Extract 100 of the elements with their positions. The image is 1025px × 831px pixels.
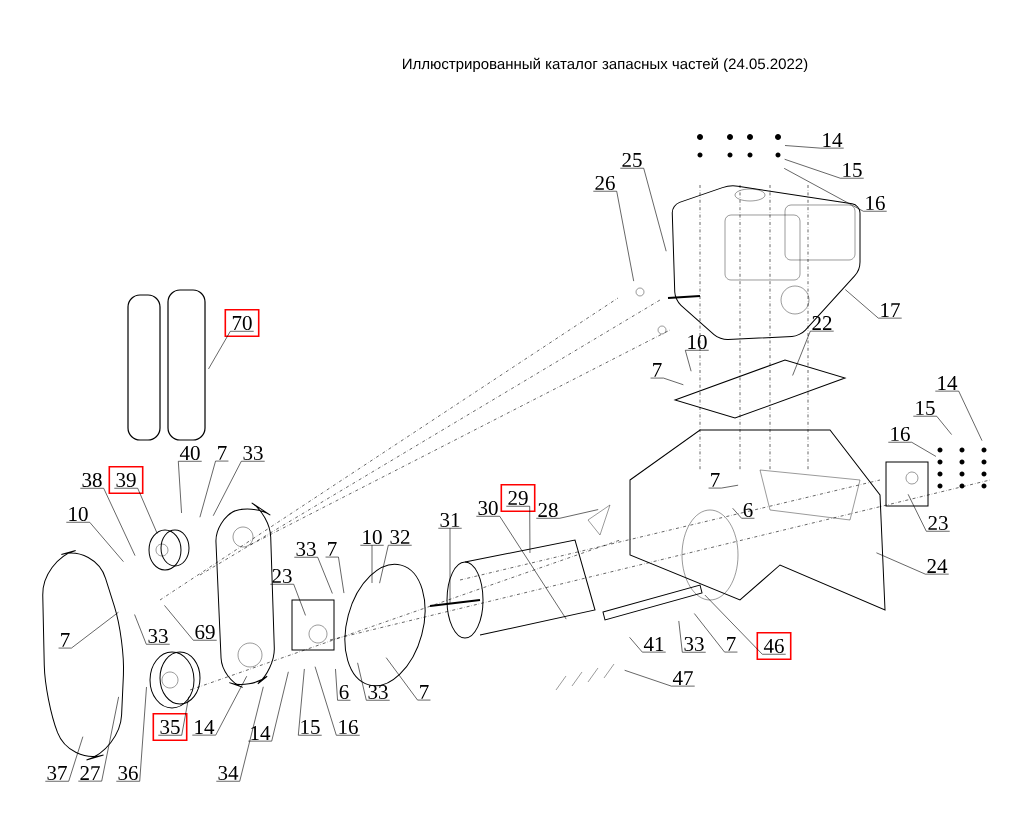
callout-number: 47 <box>671 671 695 687</box>
leader-line <box>335 668 338 701</box>
leader-line <box>181 696 190 736</box>
callout-number: 36 <box>116 765 140 782</box>
callout-number: 10 <box>66 506 90 523</box>
leader-line <box>139 686 147 782</box>
callout-number: 7 <box>325 542 339 558</box>
callout-number: 15 <box>840 162 864 179</box>
leader-line <box>643 167 667 252</box>
callout-number: 24 <box>925 559 949 575</box>
leader-line <box>792 330 811 376</box>
callout-number: 14 <box>248 726 272 742</box>
leader-line <box>449 527 451 604</box>
leader-line <box>385 657 418 701</box>
callout-number: 46 <box>762 638 786 655</box>
callout-number: 34 <box>216 765 240 782</box>
callout-number: 15 <box>298 719 322 736</box>
leader-line <box>101 696 119 782</box>
callout-number: 10 <box>685 334 709 351</box>
callout-number: 16 <box>863 195 887 212</box>
callout-number: 10 <box>360 529 384 546</box>
callout-number: 29 <box>506 490 530 507</box>
callout-number: 23 <box>270 568 294 585</box>
leader-line <box>71 611 119 649</box>
leader-line <box>239 686 264 782</box>
callout-number: 7 <box>417 685 431 701</box>
callout-number: 30 <box>476 500 500 517</box>
leader-line <box>783 168 864 212</box>
callout-number: 69 <box>193 624 217 641</box>
leader-line <box>293 583 306 616</box>
leader-line <box>208 330 231 370</box>
callout-number: 31 <box>438 512 462 529</box>
callout-number: 40 <box>178 445 202 462</box>
leader-line <box>876 552 926 575</box>
leader-line <box>298 668 305 736</box>
leader-line <box>616 190 634 282</box>
callout-number: 27 <box>78 766 102 782</box>
leader-line <box>178 460 182 514</box>
leader-line <box>845 289 879 319</box>
leader-line <box>678 620 683 653</box>
callout-number: 6 <box>741 502 755 519</box>
callout-number: 33 <box>241 445 265 462</box>
callout-number: 6 <box>337 684 351 701</box>
callout-number: 38 <box>80 472 104 489</box>
callout-number: 41 <box>642 637 666 653</box>
callout-number: 7 <box>724 637 738 653</box>
leader-line <box>784 145 821 149</box>
leader-line <box>907 493 927 532</box>
callout-number: 37 <box>45 765 69 782</box>
leader-line <box>137 487 158 534</box>
leader-line <box>215 675 248 736</box>
callout-number: 7 <box>708 473 722 489</box>
callout-number: 33 <box>146 628 170 645</box>
leader-line <box>317 556 333 594</box>
callout-number: 7 <box>58 633 72 649</box>
leader-line <box>685 349 692 372</box>
callout-number: 17 <box>878 303 902 319</box>
leader-line <box>199 460 216 518</box>
leader-line <box>559 509 599 519</box>
callout-number: 16 <box>336 719 360 736</box>
callout-number: 32 <box>388 529 412 546</box>
callout-number: 23 <box>926 515 950 532</box>
callout-number: 14 <box>192 720 216 736</box>
leader-line <box>338 556 345 594</box>
callout-number: 7 <box>215 446 229 462</box>
callout-number: 7 <box>650 363 664 379</box>
callout-number: 70 <box>230 315 254 332</box>
leader-line <box>911 441 937 457</box>
callout-number: 33 <box>682 636 706 653</box>
leader-line <box>784 158 841 179</box>
callout-number: 35 <box>158 719 182 736</box>
callout-number: 16 <box>888 426 912 443</box>
leader-line <box>694 613 725 653</box>
leader-line <box>499 516 567 620</box>
leader-line <box>103 487 136 556</box>
leader-line <box>371 545 373 584</box>
leader-line <box>89 522 124 562</box>
leader-line <box>529 505 531 554</box>
leader-line <box>212 460 242 517</box>
callout-number: 22 <box>810 316 834 332</box>
leader-line <box>379 544 389 584</box>
leader-line <box>624 669 672 687</box>
leader-line <box>629 637 643 653</box>
leader-line <box>314 666 337 736</box>
leader-line <box>271 671 289 742</box>
leader-line <box>936 415 952 435</box>
callout-number: 14 <box>820 133 844 149</box>
callout-number: 33 <box>294 541 318 558</box>
callout-number: 26 <box>593 175 617 192</box>
callout-number: 25 <box>620 152 644 169</box>
leader-line <box>732 507 742 519</box>
callout-number: 14 <box>935 376 959 392</box>
leader-line <box>663 377 684 386</box>
callout-number: 33 <box>366 684 390 701</box>
callout-number: 39 <box>114 472 138 489</box>
title: Иллюстрированный каталог запасных частей (24.05.2022) <box>403 57 808 73</box>
leader-line <box>958 390 983 441</box>
leader-line <box>721 484 739 489</box>
callout-number: 15 <box>913 400 937 417</box>
leader-line <box>134 614 147 645</box>
